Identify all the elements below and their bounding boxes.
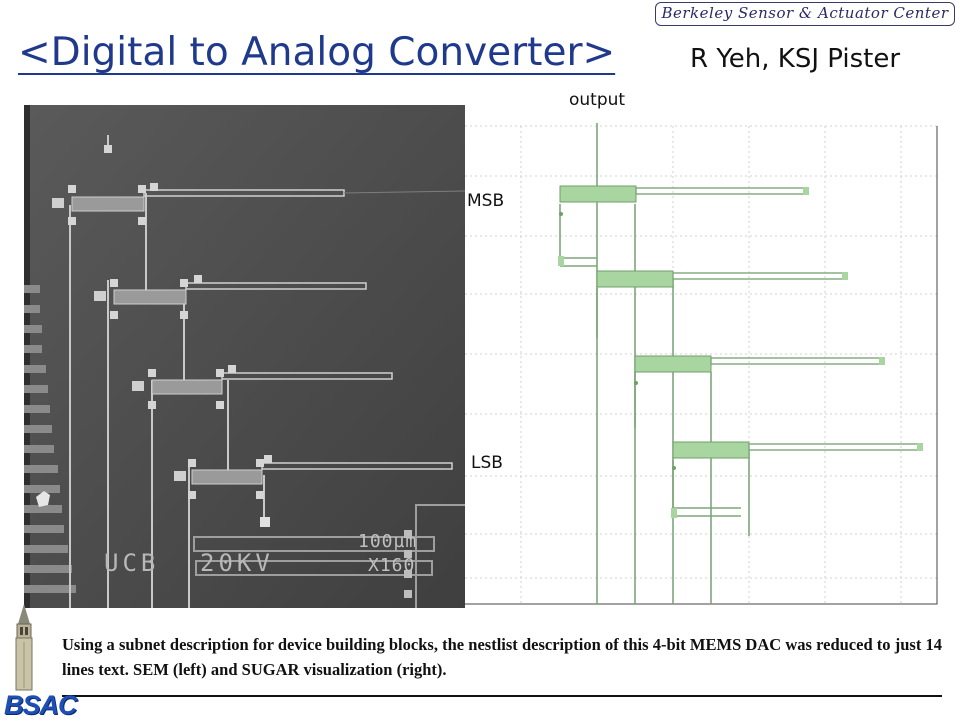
sem-micrograph: UCB 20KV 100µm X160 bbox=[24, 105, 465, 608]
sugar-plot: output MSB LSB -3 -2 -1 0 1 2 bbox=[465, 90, 938, 622]
sem-label-magnification: X160 bbox=[368, 555, 415, 576]
sem-image-drawing: UCB 20KV 100µm X160 bbox=[24, 105, 465, 608]
sem-label-voltage: 20KV bbox=[200, 549, 274, 577]
bsac-logo-text: BSAC bbox=[4, 690, 78, 720]
footer-divider bbox=[62, 695, 942, 697]
sem-label-ucb: UCB bbox=[104, 549, 159, 577]
sugar-visualization: output MSB LSB -3 -2 -1 0 1 2 bbox=[465, 88, 943, 622]
sugar-lsb-label: LSB bbox=[471, 453, 503, 473]
sugar-output-label: output bbox=[569, 90, 625, 110]
slide-caption: Using a subnet description for device bu… bbox=[62, 635, 942, 679]
slide-authors: R Yeh, KSJ Pister bbox=[690, 44, 901, 74]
bsac-logo: BSAC bbox=[0, 602, 110, 720]
sugar-msb-label: MSB bbox=[467, 191, 504, 211]
slide-title: <Digital to Analog Converter> bbox=[18, 30, 616, 75]
campanile-icon bbox=[15, 604, 33, 691]
berkeley-sensor-actuator-center-badge: Berkeley Sensor & Actuator Center bbox=[655, 2, 955, 26]
sem-label-scale: 100µm bbox=[358, 531, 417, 552]
